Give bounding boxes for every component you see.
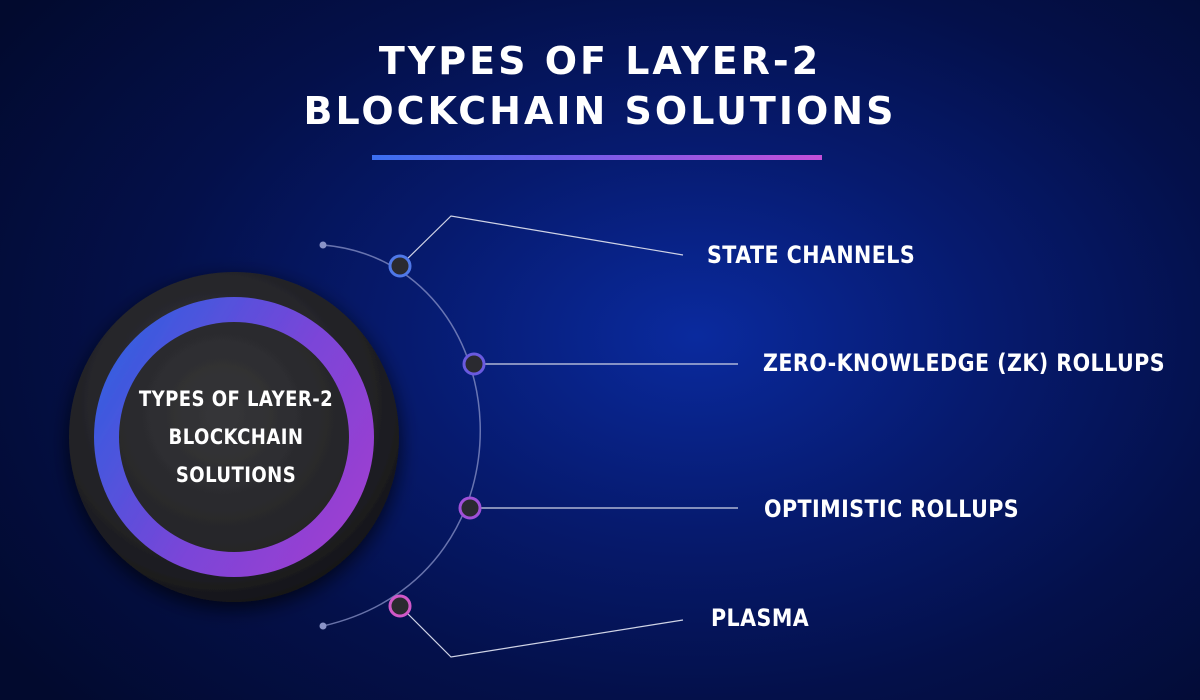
page-title-line-1: TYPES OF LAYER-2	[378, 39, 822, 83]
node-optimistic-rollups	[458, 496, 482, 520]
item-label-optimistic-rollups: OPTIMISTIC ROLLUPS	[764, 495, 1020, 523]
page-title-line-2: BLOCKCHAIN SOLUTIONS	[303, 89, 897, 133]
hub-label-line-2: BLOCKCHAIN	[168, 425, 304, 449]
arc-end-dot-bottom	[319, 622, 327, 630]
hub-circle	[69, 272, 399, 602]
item-label-state-channels: STATE CHANNELS	[707, 241, 916, 269]
item-label-zk-rollups: ZERO-KNOWLEDGE (ZK) ROLLUPS	[763, 349, 1166, 377]
leader-line-plasma	[399, 605, 684, 658]
hub-label-line-3: SOLUTIONS	[175, 463, 297, 487]
arc-end-dot-top	[319, 241, 327, 249]
leader-line-state-channels	[399, 215, 684, 267]
hub-label-line-1: TYPES OF LAYER-2	[138, 387, 334, 411]
node-zk-rollups	[462, 352, 486, 376]
hub-label: TYPES OF LAYER-2 BLOCKCHAIN SOLUTIONS	[136, 380, 336, 494]
title-underline	[372, 155, 822, 160]
item-label-plasma: PLASMA	[711, 604, 810, 632]
node-plasma	[388, 594, 412, 618]
node-state-channels	[388, 254, 412, 278]
